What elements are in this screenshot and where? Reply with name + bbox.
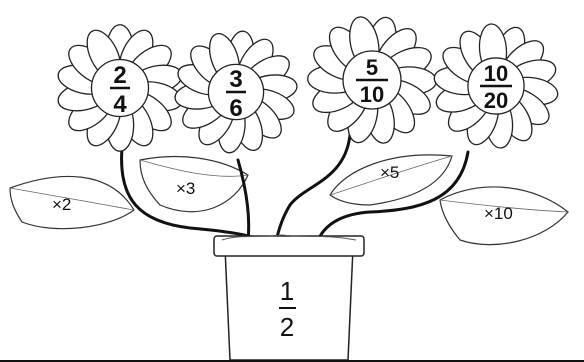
leaf-label-1: ×2 — [52, 195, 71, 214]
flower-denominator: 10 — [360, 82, 384, 107]
flower-3: 510 — [307, 16, 437, 144]
flower-numerator: 5 — [366, 55, 378, 80]
leaves: ×2 ×3 ×5 ×10 — [9, 154, 569, 246]
leaf-2: ×3 — [139, 155, 249, 213]
leaf-3: ×5 — [329, 154, 453, 206]
leaf-label-3: ×5 — [380, 163, 399, 182]
flower-numerator: 2 — [113, 62, 126, 89]
flower-denominator: 6 — [229, 95, 242, 122]
pot-numerator: 1 — [280, 276, 294, 306]
leaf-label-4: ×10 — [484, 204, 513, 223]
flower-numerator: 10 — [484, 61, 508, 86]
leaf-1: ×2 — [9, 175, 135, 230]
flower-denominator: 4 — [113, 91, 127, 118]
pot: 1 2 — [213, 234, 365, 361]
leaf-label-2: ×3 — [176, 179, 195, 198]
flower-1: 24 — [57, 24, 183, 152]
flower-2: 36 — [174, 30, 298, 154]
pot-denominator: 2 — [280, 312, 294, 342]
leaf-4: ×10 — [439, 186, 569, 246]
flower-numerator: 3 — [229, 66, 242, 93]
flower-denominator: 20 — [484, 88, 508, 113]
